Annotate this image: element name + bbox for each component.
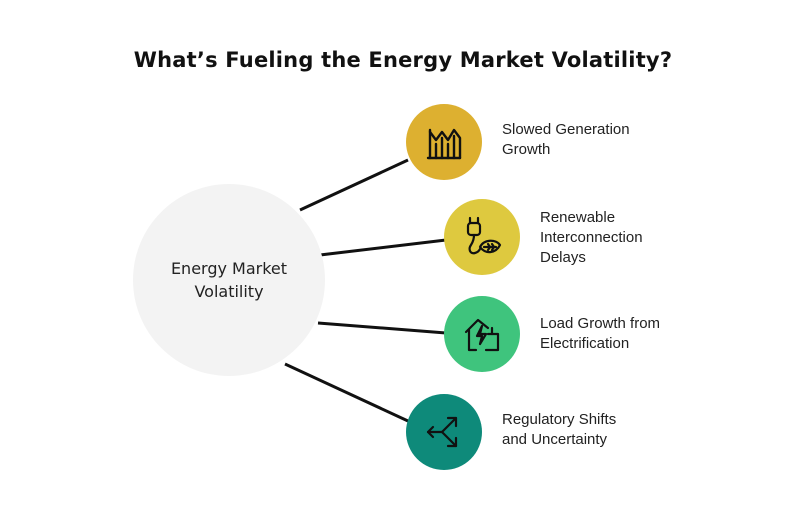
connector-line-1 <box>299 158 409 212</box>
factor-label-2: Renewable Interconnection Delays <box>540 209 643 266</box>
center-hub: Energy Market Volatility <box>133 184 325 376</box>
plug-leaf-icon <box>466 216 502 255</box>
factor-node-4 <box>406 394 482 470</box>
factor-node-1 <box>406 104 482 180</box>
factor-node-3 <box>444 296 520 372</box>
connector-line-3 <box>317 321 447 335</box>
factor-label-4: Regulatory Shifts and Uncertainty <box>502 411 617 448</box>
factor-node-2 <box>444 199 520 275</box>
diverging-arrows-icon <box>426 416 458 448</box>
house-bolt-icon <box>464 318 500 352</box>
center-label: Energy Market Volatility <box>170 259 288 301</box>
factor-label-3: Load Growth from Electrification <box>540 315 661 352</box>
industrial-chart-icon <box>426 128 462 160</box>
connector-line-2 <box>319 238 447 257</box>
connector-line-4 <box>284 362 409 423</box>
factor-label-1: Slowed Generation Growth <box>502 121 630 158</box>
page-title: What’s Fueling the Energy Market Volatil… <box>133 48 673 72</box>
